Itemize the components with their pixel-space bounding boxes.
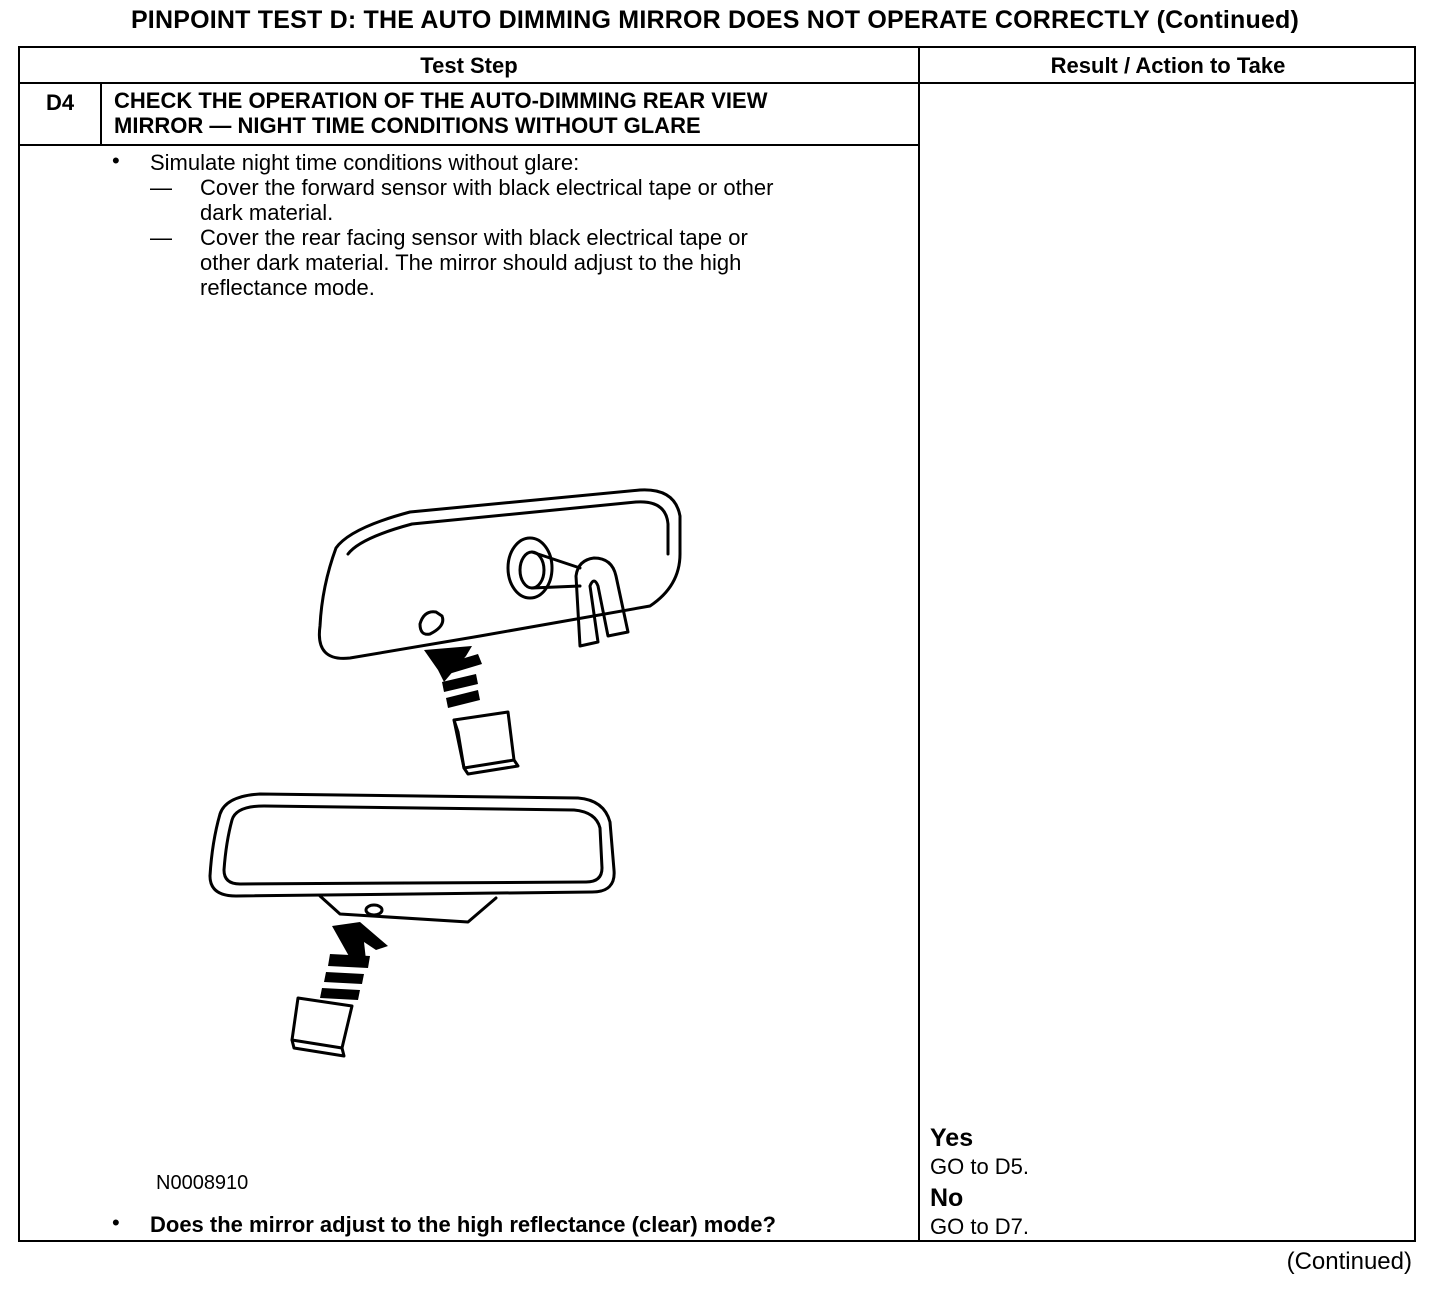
column-divider: [918, 84, 920, 1242]
step-title-line-1: CHECK THE OPERATION OF THE AUTO-DIMMING …: [114, 88, 768, 113]
result-no-action: GO to D7.: [930, 1214, 1030, 1239]
step-title-line-2: MIRROR — NIGHT TIME CONDITIONS WITHOUT G…: [114, 113, 701, 138]
bullet-marker: •: [112, 1210, 120, 1235]
header-result-action: Result / Action to Take: [920, 48, 1416, 84]
sub-instruction-2: Cover the rear facing sensor with black …: [200, 225, 748, 300]
pinpoint-test-table: Test Step Result / Action to Take D4 CHE…: [18, 46, 1416, 1242]
dash-marker: —: [150, 175, 172, 200]
instruction-text: Simulate night time conditions without g…: [150, 150, 580, 175]
sub-instruction-1: Cover the forward sensor with black elec…: [200, 175, 774, 225]
continued-footer: (Continued): [1286, 1248, 1412, 1275]
page-title: PINPOINT TEST D: THE AUTO DIMMING MIRROR…: [130, 6, 1300, 34]
header-test-step: Test Step: [20, 48, 920, 84]
mirror-front-view: [208, 792, 616, 924]
tape-piece-upper: [452, 710, 520, 776]
result-yes-action: GO to D5.: [930, 1154, 1030, 1179]
figure-code: N0008910: [156, 1172, 249, 1194]
question-text: Does the mirror adjust to the high refle…: [150, 1212, 776, 1237]
mirror-sensor-illustration: [208, 488, 682, 1058]
forward-sensor-icon: [418, 610, 445, 636]
dash-marker: —: [150, 225, 172, 250]
mirror-rear-view: [317, 488, 682, 660]
bullet-marker: •: [112, 148, 120, 173]
arrow-to-forward-sensor: [424, 646, 482, 708]
tape-piece-lower: [290, 996, 354, 1058]
arrow-to-rear-sensor: [320, 922, 388, 1000]
step-title: CHECK THE OPERATION OF THE AUTO-DIMMING …: [102, 84, 918, 146]
result-no-label: No: [930, 1184, 964, 1212]
rear-sensor-icon: [364, 903, 384, 917]
step-id: D4: [20, 84, 102, 146]
result-yes-label: Yes: [930, 1124, 974, 1152]
